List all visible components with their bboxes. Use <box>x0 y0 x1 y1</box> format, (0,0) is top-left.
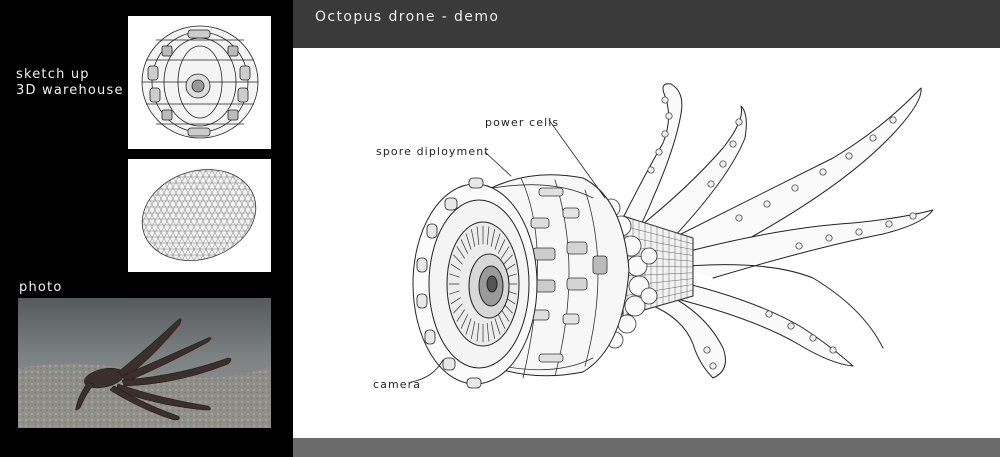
footer-bar <box>293 438 1000 457</box>
callout-line-spore <box>484 151 512 177</box>
tentacle-5 <box>662 277 854 367</box>
callout-line-power-cells <box>548 119 606 199</box>
main-canvas: power cells spore diployment camera <box>293 48 1000 438</box>
sketchup-label-line1: sketch up <box>16 67 90 82</box>
callout-spore-deployment: spore diployment <box>376 145 490 158</box>
octopus-photo-image <box>18 298 271 428</box>
drone-sketch <box>410 83 934 389</box>
photo-label: photo <box>19 280 63 295</box>
callout-camera: camera <box>373 378 422 391</box>
tentacle-7 <box>664 264 884 349</box>
drone-model-thumbnail[interactable] <box>128 16 271 149</box>
egg-mesh-thumbnail[interactable] <box>128 159 271 272</box>
tentacle-1 <box>622 83 683 239</box>
left-panel: sketch up 3D warehouse <box>0 0 293 457</box>
callout-line-camera <box>410 359 444 383</box>
octopus-photo[interactable] <box>18 298 271 428</box>
egg-mesh-icon <box>130 159 268 272</box>
tentacle-3 <box>652 87 922 269</box>
sketchup-label: sketch up 3D warehouse <box>16 67 124 99</box>
shell-panels <box>492 177 608 379</box>
tentacle-6 <box>648 287 726 379</box>
sketchup-label-line2: 3D warehouse <box>16 83 124 98</box>
page-title: Octopus drone - demo <box>315 9 500 25</box>
drone-model-icon <box>141 25 259 139</box>
callout-power-cells: power cells <box>485 116 560 129</box>
rim-bumps <box>416 177 484 389</box>
header-bar: Octopus drone - demo <box>293 0 1000 48</box>
